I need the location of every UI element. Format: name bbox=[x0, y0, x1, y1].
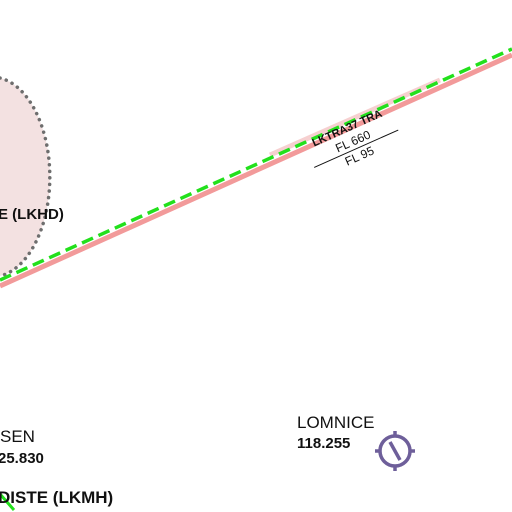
route-main-line bbox=[0, 52, 512, 289]
airport-lomnice-name: LOMNICE bbox=[297, 413, 374, 432]
route-dashed-line bbox=[0, 47, 512, 282]
airspace-lkhd-label: E (LKHD) bbox=[0, 206, 64, 223]
route-green-remnant bbox=[0, 493, 16, 511]
airway-route[interactable] bbox=[0, 47, 512, 511]
airspace-lkhd-border bbox=[0, 76, 52, 278]
airport-sen-name: SEN bbox=[0, 427, 35, 446]
airport-sen-frequency: 25.830 bbox=[0, 450, 44, 467]
airport-lomnice-frequency: 118.255 bbox=[297, 435, 350, 452]
airspace-lkhd[interactable] bbox=[0, 76, 52, 278]
airport-icon-runway bbox=[388, 441, 402, 461]
airport-icon[interactable] bbox=[375, 431, 415, 471]
airspace-lkhd-fill bbox=[0, 78, 50, 276]
airspace-lkmh-label: DISTE (LKMH) bbox=[0, 488, 113, 507]
restricted-area-divider bbox=[313, 129, 399, 168]
